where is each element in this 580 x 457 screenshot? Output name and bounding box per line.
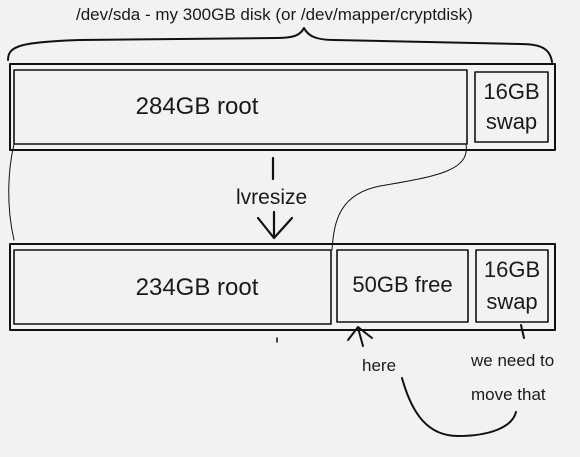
arrow-head [256, 216, 294, 240]
move-note-line2: move that [471, 385, 546, 404]
partition-after-free [336, 249, 469, 323]
move-note-line1: we need to [471, 351, 555, 370]
disk-after-outer-frame [9, 243, 556, 331]
before-swap-label-line2: swap [485, 109, 538, 134]
disk-title: /dev/sda - my 300GB disk (or /dev/mapper… [76, 5, 473, 24]
before-swap-label-line1: 16GB [483, 79, 540, 104]
partition-after-swap [475, 249, 549, 323]
partition-before-root [13, 69, 468, 145]
partition-before-swap [474, 71, 549, 143]
here-note: here [362, 356, 397, 375]
move-curve-arrow [401, 377, 517, 437]
after-swap-label-line1: 16GB [483, 257, 541, 282]
guide-line-right [331, 143, 467, 251]
after-swap-label-line2: swap [486, 289, 538, 314]
swap-tick [520, 324, 525, 339]
disk-before-outer-frame [9, 63, 556, 151]
lvresize-label: lvresize [236, 186, 308, 209]
disk-brace [7, 27, 553, 63]
before-root-label: 284GB root [135, 93, 259, 120]
after-free-label: 50GB free [352, 272, 453, 297]
guide-line-left [8, 143, 15, 241]
partition-after-root [13, 249, 332, 325]
here-arrow-shaft [357, 327, 364, 347]
after-root-label: 234GB root [135, 274, 259, 301]
